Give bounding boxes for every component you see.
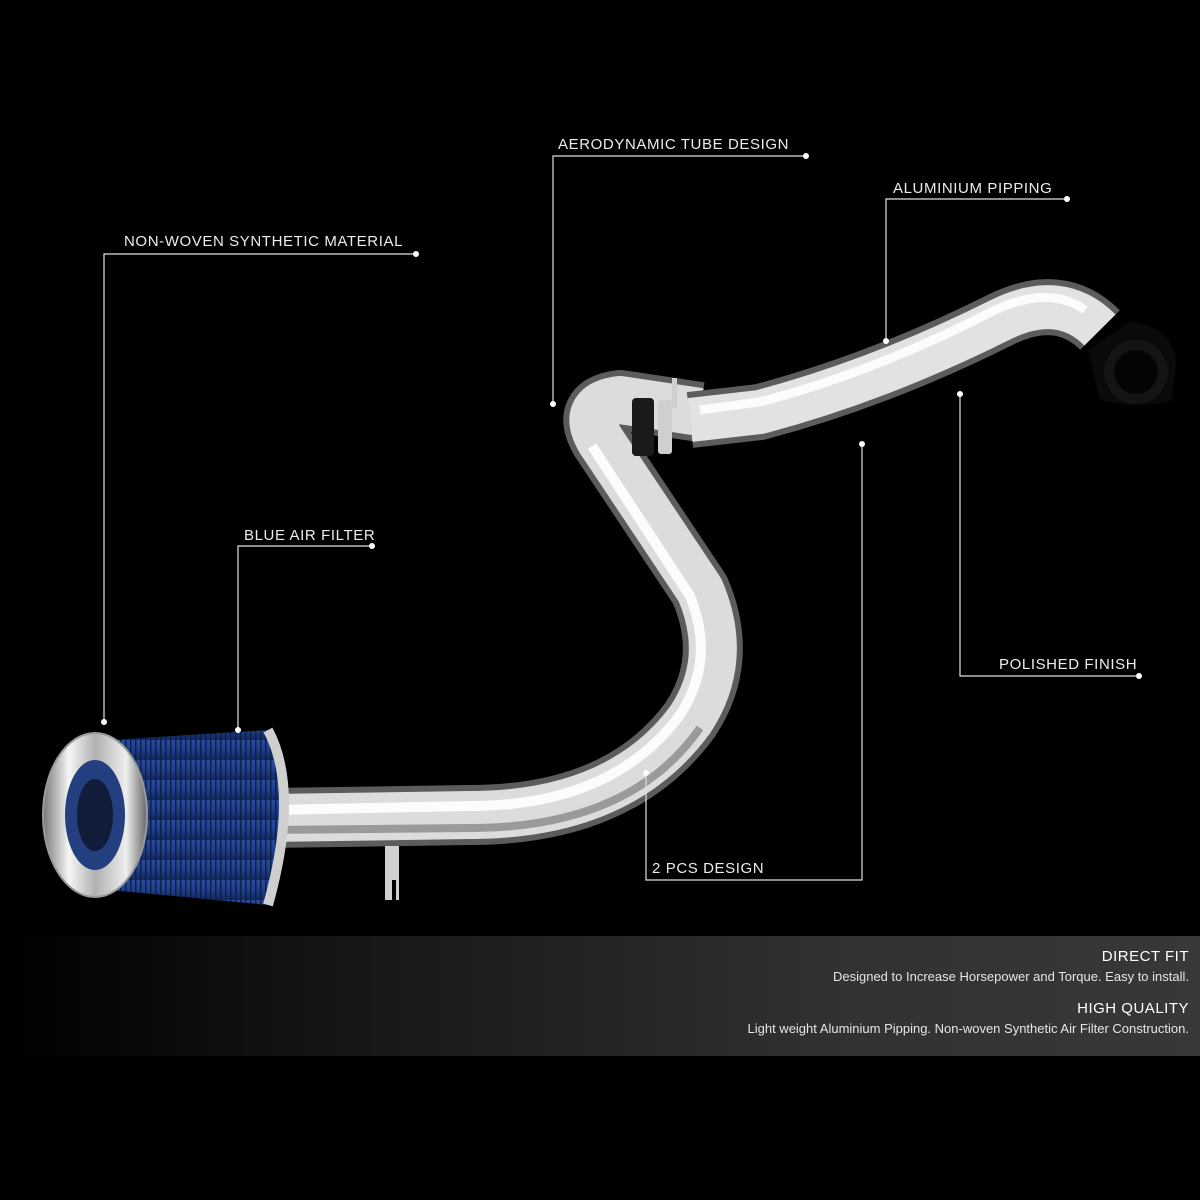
hose-clamp [632,378,677,456]
feature-title: DIRECT FIT [1101,948,1189,965]
callout-non-woven: NON-WOVEN SYNTHETIC MATERIAL [124,233,404,250]
callout-polished: POLISHED FINISH [999,656,1138,673]
feature-direct-fit: DIRECT FIT Designed to Increase Horsepow… [833,948,1189,985]
feature-high-quality: HIGH QUALITY Light weight Aluminium Pipp… [748,1000,1190,1037]
callout-lines [103,155,1139,881]
mounting-bracket [385,846,399,900]
feature-panel: DIRECT FIT Designed to Increase Horsepow… [0,936,1200,1056]
callout-two-pcs: 2 PCS DESIGN [652,860,765,877]
feature-title: HIGH QUALITY [1077,1000,1189,1017]
callout-aluminium-pipe: ALUMINIUM PIPPING [893,180,1053,197]
callout-dots [101,153,1142,776]
feature-description: Light weight Aluminium Pipping. Non-wove… [747,1021,1190,1036]
intake-pipe [269,370,743,848]
rubber-coupler [1088,322,1176,405]
cone-air-filter [42,727,289,907]
upper-pipe [686,279,1120,448]
callout-blue-filter: BLUE AIR FILTER [244,527,376,544]
feature-description: Designed to Increase Horsepower and Torq… [832,969,1189,984]
callout-aero-tube: AERODYNAMIC TUBE DESIGN [558,136,790,153]
